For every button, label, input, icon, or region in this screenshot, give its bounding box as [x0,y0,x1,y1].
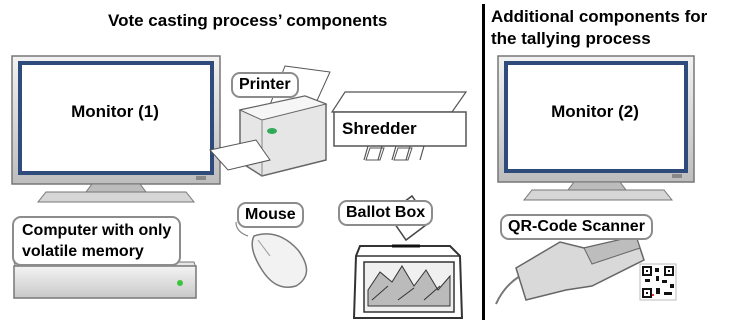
shredder-label: Shredder [342,119,417,138]
printer-icon [209,65,331,177]
computer-label-line1: Computer with only [22,222,172,239]
monitor-2-icon [497,55,695,201]
monitor-2-label: Monitor (2) [551,102,639,121]
computer-icon [13,261,197,299]
qr-code-icon [639,263,677,301]
printer-label: Printer [231,72,299,98]
computer-label: Computer with only volatile memory [12,216,182,266]
monitor-1-icon [11,55,221,203]
left-heading: Vote casting process’ components [108,11,388,30]
ballot-box-label: Ballot Box [338,200,434,226]
qr-scanner-label: QR-Code Scanner [500,214,653,240]
right-heading-line2: the tallying process [491,29,651,48]
mouse-label: Mouse [237,202,304,228]
section-divider [482,4,485,320]
right-heading-line1: Additional components for [491,7,708,26]
computer-label-line2: volatile memory [22,243,144,260]
shredder-icon [330,91,468,161]
monitor-1-label: Monitor (1) [71,102,159,121]
mouse-icon [235,221,308,288]
qr-scanner-icon [495,235,645,305]
